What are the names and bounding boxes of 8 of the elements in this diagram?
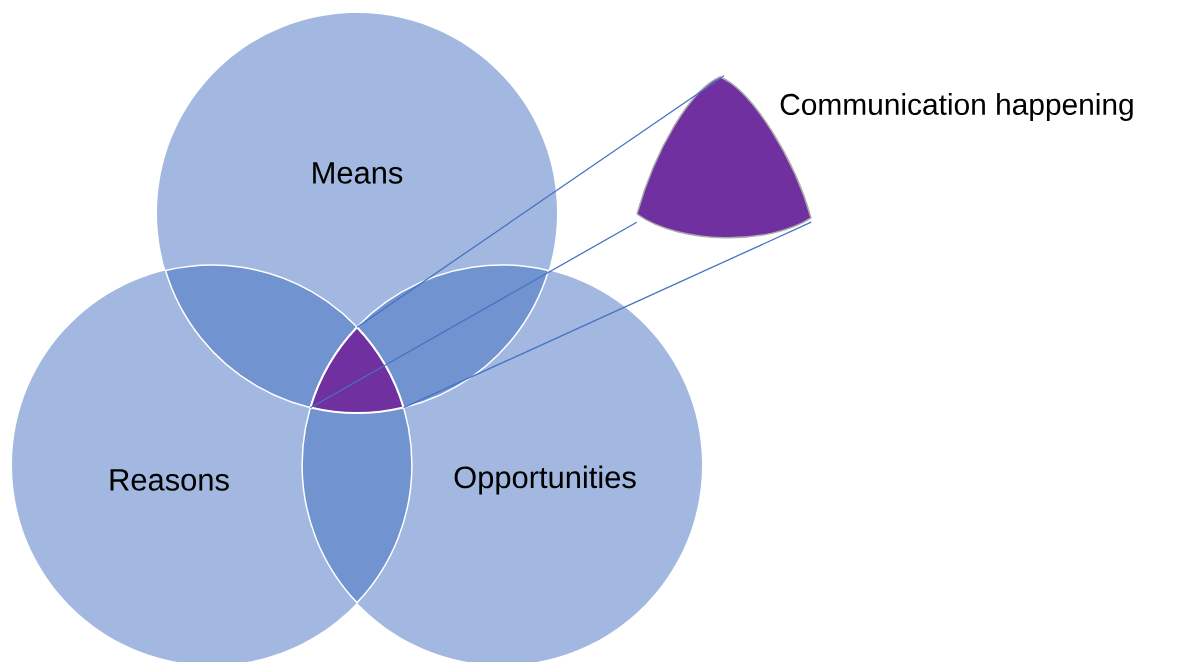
intersection-triangle — [309, 326, 405, 414]
circle-label: Reasons — [110, 469, 229, 491]
callout-label: Communication happening — [780, 93, 1133, 121]
zoom-line — [309, 221, 638, 409]
circle-label: Means — [313, 162, 403, 184]
zoom-line — [403, 221, 812, 409]
zoom-line — [356, 75, 725, 328]
circle-label: Opportunities — [454, 465, 636, 495]
